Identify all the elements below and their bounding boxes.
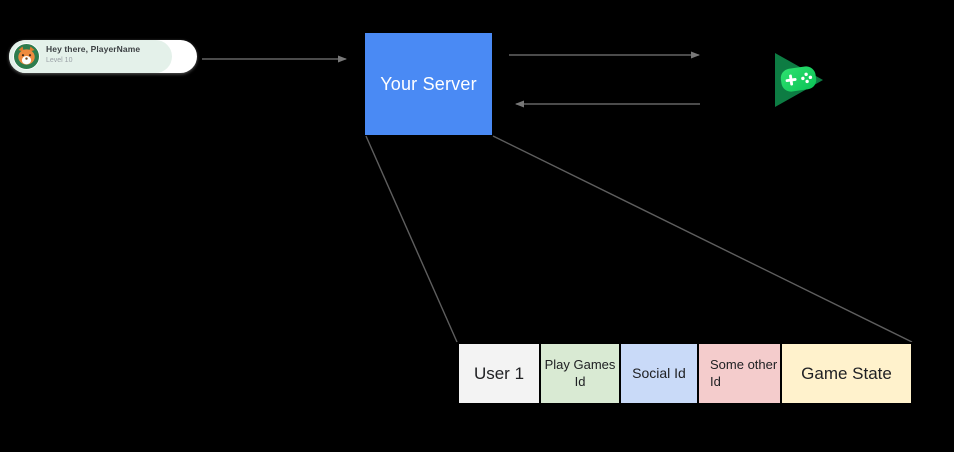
player-greeting-card: Hey there, PlayerName Level 10 <box>9 40 197 73</box>
table-cell-game-state: Game State <box>782 344 911 403</box>
your-server-box: Your Server <box>365 33 492 135</box>
player-greeting-text: Hey there, PlayerName <box>46 44 141 54</box>
table-cell-some-other-id: Some other Id <box>699 344 782 403</box>
table-cell-social-id: Social Id <box>621 344 699 403</box>
server-to-table-left-line <box>365 135 458 343</box>
gamepad-glyph <box>780 66 817 92</box>
player-text-block: Hey there, PlayerName Level 10 <box>46 44 140 65</box>
fox-avatar-icon <box>13 43 40 70</box>
player-level-text: Level 10 <box>46 56 73 64</box>
user-record-table: User 1 Play Games Id Social Id Some othe… <box>457 342 913 405</box>
your-server-label: Your Server <box>380 73 477 94</box>
server-to-table-right-line <box>492 135 913 343</box>
google-play-games-icon <box>775 53 823 107</box>
table-cell-user: User 1 <box>459 344 541 403</box>
table-cell-play-games-id: Play Games Id <box>541 344 621 403</box>
